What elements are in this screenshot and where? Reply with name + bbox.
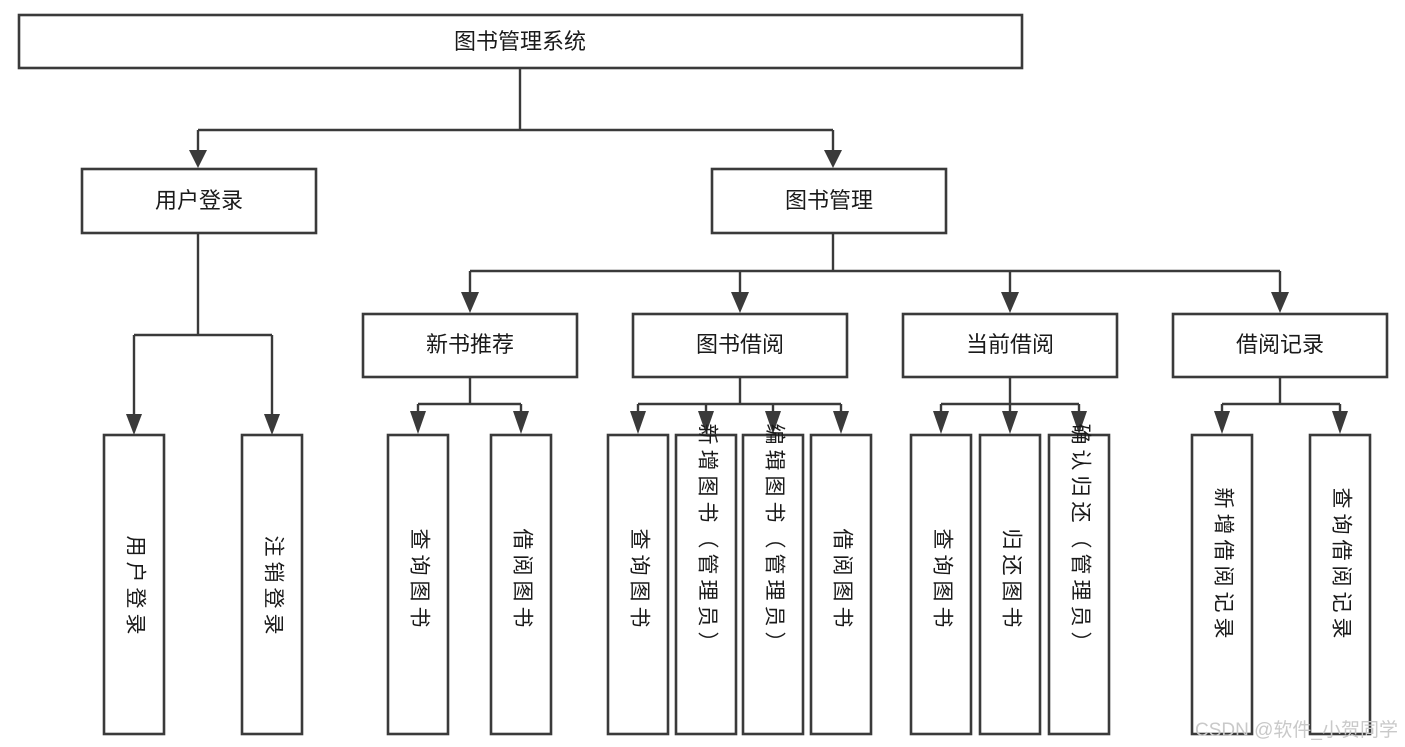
leaf-user-login[interactable]: 用户登录 — [102, 433, 166, 736]
node-new-book-recommend-box[interactable] — [361, 312, 579, 379]
node-book-management-box[interactable] — [710, 167, 948, 235]
arrow-icon-record-leaf2 — [1332, 411, 1348, 434]
arrow-icon-leaf-logout — [264, 414, 280, 435]
arrow-icon-current-leaf3 — [1071, 411, 1087, 434]
leaf-newbook-query-book-label: 查询图书 — [407, 529, 430, 628]
leaf-record-query-record-label: 查询借阅记录 — [1329, 488, 1352, 639]
leaf-record-query-record[interactable]: 查询借阅记录 — [1308, 433, 1372, 736]
node-borrow-record-box[interactable] — [1171, 312, 1389, 379]
arrow-icon-book-borrow — [731, 292, 749, 313]
leaf-borrow-add-book-admin[interactable]: 新增图书（管理员） — [674, 424, 738, 736]
leaf-borrow-borrow-book-label: 借阅图书 — [830, 529, 853, 628]
node-root-system[interactable]: 图书管理系统 — [17, 13, 1024, 70]
arrow-icon-user-login — [189, 150, 207, 168]
leaf-borrow-edit-book-admin-label: 编辑图书（管理员） — [762, 424, 785, 653]
leaf-current-return-book-label: 归还图书 — [999, 529, 1022, 628]
connector-layer — [126, 68, 1348, 435]
leaf-current-confirm-return-admin-box[interactable] — [1047, 433, 1111, 736]
leaf-borrow-query-book-box[interactable] — [606, 433, 670, 736]
arrow-icon-new-book-rec — [461, 292, 479, 313]
arrow-icon-borrow-leaf1 — [630, 411, 646, 434]
leaf-current-return-book-box[interactable] — [978, 433, 1042, 736]
arrow-icon-book-mgmt — [824, 150, 842, 168]
leaf-user-login-box[interactable] — [102, 433, 166, 736]
node-new-book-recommend[interactable]: 新书推荐 — [361, 312, 579, 379]
leaf-borrow-query-book[interactable]: 查询图书 — [606, 433, 670, 736]
node-new-book-recommend-label: 新书推荐 — [426, 332, 514, 357]
leaf-borrow-borrow-book[interactable]: 借阅图书 — [809, 433, 873, 736]
leaf-record-add-record[interactable]: 新增借阅记录 — [1190, 433, 1254, 736]
arrow-icon-newbook-leaf1 — [410, 411, 426, 434]
node-current-borrow-box[interactable] — [901, 312, 1119, 379]
node-root-system-box[interactable] — [17, 13, 1024, 70]
watermark-label: CSDN @软件_小贺同学 — [1195, 719, 1398, 741]
arrow-icon-current-leaf1 — [933, 411, 949, 434]
node-user-login[interactable]: 用户登录 — [80, 167, 318, 235]
node-book-borrow-label: 图书借阅 — [696, 332, 784, 357]
leaf-current-confirm-return-admin-label: 确认归还（管理员） — [1068, 424, 1091, 653]
node-book-management[interactable]: 图书管理 — [710, 167, 948, 235]
leaf-record-query-record-box[interactable] — [1308, 433, 1372, 736]
node-book-borrow-box[interactable] — [631, 312, 849, 379]
leaf-user-login-label: 用户登录 — [123, 536, 146, 635]
leaf-newbook-borrow-book[interactable]: 借阅图书 — [489, 433, 553, 736]
leaf-current-query-book-box[interactable] — [909, 433, 973, 736]
node-current-borrow[interactable]: 当前借阅 — [901, 312, 1119, 379]
node-borrow-record-label: 借阅记录 — [1236, 332, 1324, 357]
node-current-borrow-label: 当前借阅 — [966, 332, 1054, 357]
leaf-logout-label: 注销登录 — [261, 536, 284, 635]
leaf-borrow-borrow-book-box[interactable] — [809, 433, 873, 736]
arrow-icon-current-leaf2 — [1002, 411, 1018, 434]
leaf-current-query-book-label: 查询图书 — [930, 529, 953, 628]
leaf-current-confirm-return-admin[interactable]: 确认归还（管理员） — [1047, 424, 1111, 736]
leaf-newbook-query-book[interactable]: 查询图书 — [386, 433, 450, 736]
leaf-newbook-borrow-book-box[interactable] — [489, 433, 553, 736]
leaf-current-query-book[interactable]: 查询图书 — [909, 433, 973, 736]
leaf-logout[interactable]: 注销登录 — [240, 433, 304, 736]
leaf-borrow-add-book-admin-box[interactable] — [674, 433, 738, 736]
node-book-management-label: 图书管理 — [785, 188, 873, 213]
leaf-borrow-add-book-admin-label: 新增图书（管理员） — [695, 424, 718, 653]
leaf-newbook-borrow-book-label: 借阅图书 — [510, 529, 533, 628]
leaf-current-return-book[interactable]: 归还图书 — [978, 433, 1042, 736]
leaf-record-add-record-label: 新增借阅记录 — [1211, 488, 1234, 639]
arrow-icon-borrow-leaf2 — [698, 411, 714, 434]
arrow-icon-borrow-leaf3 — [765, 411, 781, 434]
arrow-icon-borrow-record — [1271, 292, 1289, 313]
node-user-login-label: 用户登录 — [155, 188, 243, 213]
leaf-record-add-record-box[interactable] — [1190, 433, 1254, 736]
leaf-newbook-query-book-box[interactable] — [386, 433, 450, 736]
node-root-system-label: 图书管理系统 — [454, 29, 586, 54]
arrow-icon-borrow-leaf4 — [833, 411, 849, 434]
arrow-icon-leaf-user-login — [126, 414, 142, 435]
arrow-icon-record-leaf1 — [1214, 411, 1230, 434]
leaf-borrow-query-book-label: 查询图书 — [627, 529, 650, 628]
leaf-borrow-edit-book-admin-box[interactable] — [741, 433, 805, 736]
arrow-icon-newbook-leaf2 — [513, 411, 529, 434]
leaf-logout-box[interactable] — [240, 433, 304, 736]
leaf-borrow-edit-book-admin[interactable]: 编辑图书（管理员） — [741, 424, 805, 736]
node-user-login-box[interactable] — [80, 167, 318, 235]
node-borrow-record[interactable]: 借阅记录 — [1171, 312, 1389, 379]
node-book-borrow[interactable]: 图书借阅 — [631, 312, 849, 379]
arrow-icon-current-borrow — [1001, 292, 1019, 313]
